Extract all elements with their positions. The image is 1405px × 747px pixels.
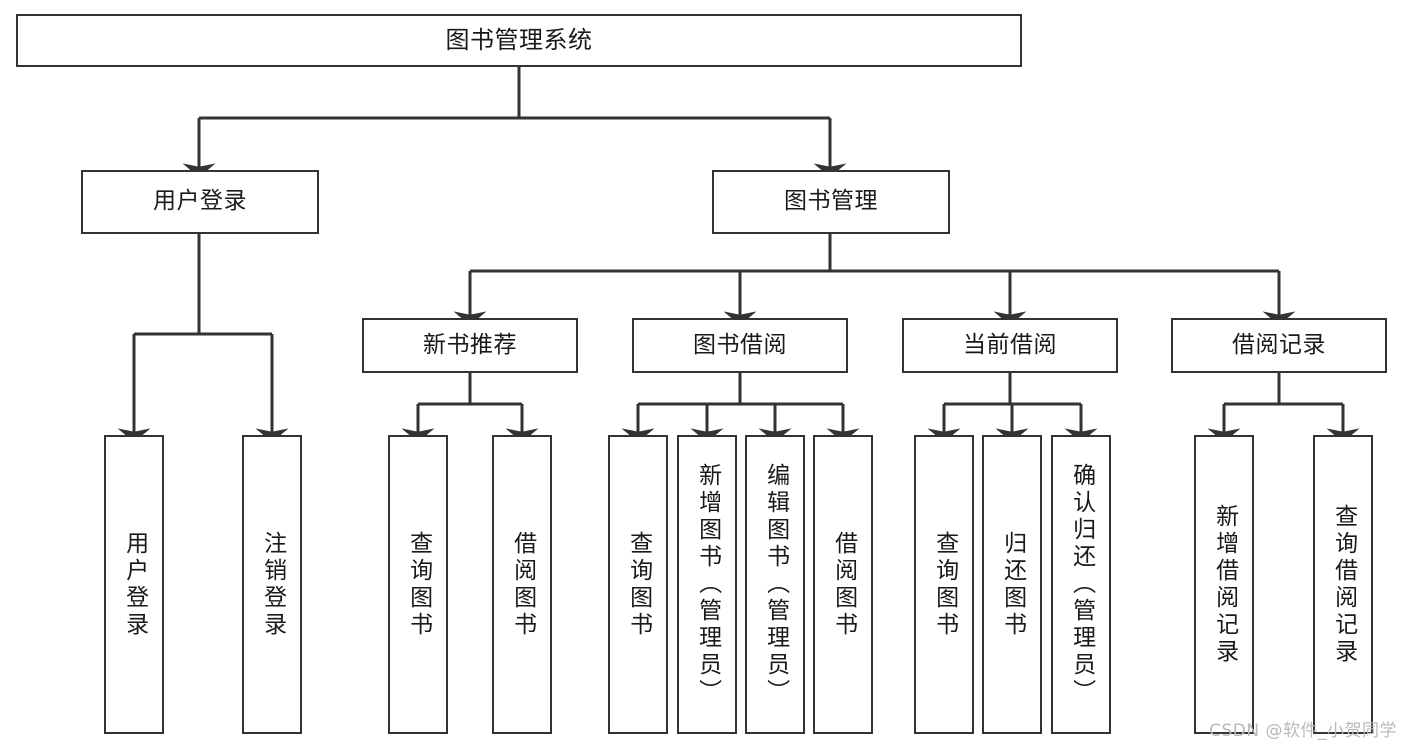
leaf-book-borrow-新增图书[interactable]: 新增图书（管理员）	[677, 435, 737, 734]
leaf-borrow-record-新增借阅记录[interactable]: 新增借阅记录	[1194, 435, 1254, 734]
node-label: 用户登录	[121, 530, 148, 639]
node-label: 借阅图书	[509, 530, 536, 639]
node-label: 新增借阅记录	[1211, 503, 1238, 666]
node-label: 编辑图书（管理员）	[762, 463, 789, 706]
leaf-current-borrow-确认归还[interactable]: 确认归还（管理员）	[1051, 435, 1111, 734]
leaf-borrow-record-查询借阅记录[interactable]: 查询借阅记录	[1313, 435, 1373, 734]
node-label: 注销登录	[259, 530, 286, 639]
node-label: 查询图书	[931, 530, 958, 639]
node-label: 确认归还（管理员）	[1068, 463, 1095, 706]
leaf-user-login-注销登录[interactable]: 注销登录	[242, 435, 302, 734]
node-label: 查询图书	[405, 530, 432, 639]
leaf-current-borrow-查询图书[interactable]: 查询图书	[914, 435, 974, 734]
csdn-watermark: CSDN @软件_小贺同学	[1209, 721, 1397, 741]
node-label: 图书管理系统	[445, 26, 593, 55]
leaf-current-borrow-归还图书[interactable]: 归还图书	[982, 435, 1042, 734]
leaf-book-borrow-查询图书[interactable]: 查询图书	[608, 435, 668, 734]
node-book-manage[interactable]: 图书管理	[712, 170, 950, 234]
node-label: 新书推荐	[423, 331, 517, 358]
node-new-book-recommend[interactable]: 新书推荐	[362, 318, 578, 373]
node-book-borrow[interactable]: 图书借阅	[632, 318, 848, 373]
node-label: 归还图书	[999, 530, 1026, 639]
node-label: 借阅图书	[830, 530, 857, 639]
node-label: 借阅记录	[1232, 331, 1326, 358]
node-label: 图书借阅	[693, 331, 787, 358]
node-label: 图书管理	[784, 188, 878, 215]
leaf-book-borrow-编辑图书[interactable]: 编辑图书（管理员）	[745, 435, 805, 734]
node-label: 用户登录	[153, 188, 247, 215]
node-user-login[interactable]: 用户登录	[81, 170, 319, 234]
node-label: 查询借阅记录	[1330, 503, 1357, 666]
node-borrow-record[interactable]: 借阅记录	[1171, 318, 1387, 373]
node-current-borrow[interactable]: 当前借阅	[902, 318, 1118, 373]
node-label: 查询图书	[625, 530, 652, 639]
node-root-图书管理系统[interactable]: 图书管理系统	[16, 14, 1022, 67]
leaf-user-login-用户登录[interactable]: 用户登录	[104, 435, 164, 734]
node-label: 当前借阅	[963, 331, 1057, 358]
leaf-new-book-借阅图书[interactable]: 借阅图书	[492, 435, 552, 734]
node-label: 新增图书（管理员）	[694, 463, 721, 706]
leaf-new-book-查询图书[interactable]: 查询图书	[388, 435, 448, 734]
leaf-book-borrow-借阅图书[interactable]: 借阅图书	[813, 435, 873, 734]
